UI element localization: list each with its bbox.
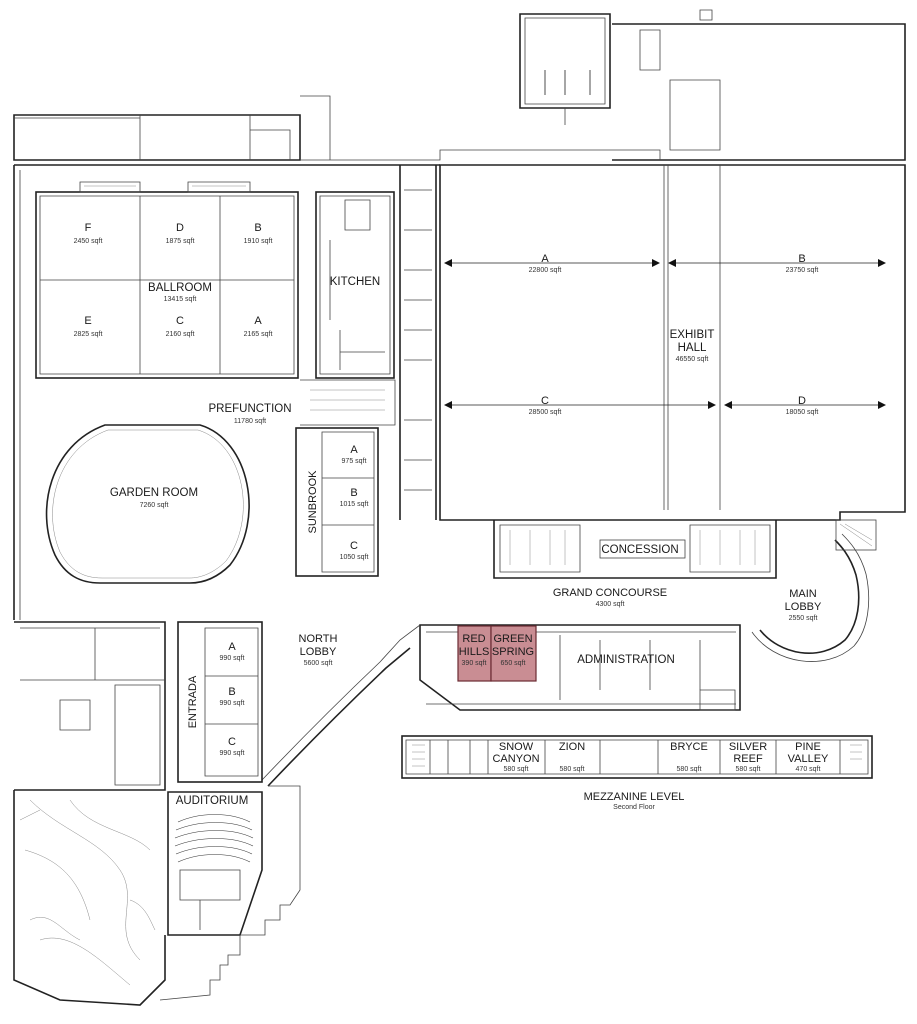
main-lobby-sqft: 2550 sqft: [789, 615, 818, 622]
garden-room-label: GARDEN ROOM: [110, 487, 198, 499]
mezzanine-room-zion-label: ZION: [559, 741, 585, 753]
ballroom-section-b-sqft: 1910 sqft: [244, 238, 273, 245]
garden-room-sqft: 7260 sqft: [140, 502, 169, 509]
landscape-area: [13, 790, 166, 1006]
north-lobby-label-line-2: LOBBY: [300, 646, 337, 658]
sunbrook-section-b-label: B: [350, 487, 357, 499]
concession-label: CONCESSION: [601, 544, 678, 556]
exhibit-hall-section-c-label: C: [541, 395, 549, 407]
exhibit-hall-section-a-sqft: 22800 sqft: [529, 267, 562, 274]
south-stepped-wall: [159, 785, 301, 1001]
ballroom-sqft: 13415 sqft: [164, 296, 197, 303]
mezzanine-room-silver-reef-line-1: SILVER: [729, 741, 767, 753]
ballroom[interactable]: F 2450 sqft D 1875 sqft B 1910 sqft BALL…: [35, 181, 299, 379]
sunbrook-label: SUNBROOK: [307, 470, 319, 534]
grand-concourse-label: GRAND CONCOURSE: [553, 587, 667, 599]
administration-label: ADMINISTRATION: [577, 654, 675, 666]
ballroom-section-d-sqft: 1875 sqft: [166, 238, 195, 245]
garden-room[interactable]: GARDEN ROOM 7260 sqft: [45, 424, 250, 584]
mezzanine-room-zion-sqft: 580 sqft: [560, 766, 585, 773]
mezzanine-room-snow-canyon-line-1: SNOW: [499, 741, 534, 753]
mezzanine-room-bryce-label: BRYCE: [670, 741, 708, 753]
entrada-section-b-label: B: [228, 686, 235, 698]
entrada-section-b-sqft: 990 sqft: [220, 700, 245, 707]
sunbrook-section-a-label: A: [350, 444, 358, 456]
main-lobby-label-line-2: LOBBY: [785, 601, 822, 613]
red-hills-label-line-2: HILLS: [459, 646, 490, 658]
mezzanine-room-snow-canyon-line-2: CANYON: [492, 753, 539, 765]
main-lobby-label-line-1: MAIN: [789, 588, 817, 600]
exhibit-hall-sqft: 46550 sqft: [676, 356, 709, 363]
ballroom-section-a-label: A: [254, 315, 262, 327]
north-lobby-label-line-1: NORTH: [299, 633, 338, 645]
sunbrook-section-c-label: C: [350, 540, 358, 552]
entrada[interactable]: ENTRADA A 990 sqft B 990 sqft C 990 sqft: [177, 621, 263, 783]
ballroom-section-f-sqft: 2450 sqft: [74, 238, 103, 245]
mezzanine-room-pine-valley-line-2: VALLEY: [788, 753, 829, 765]
exhibit-hall-label-line-1: EXHIBIT: [670, 329, 715, 341]
exhibit-hall[interactable]: A 22800 sqft B 23750 sqft EXHIBIT HALL 4…: [439, 164, 906, 521]
grand-concourse-sqft: 4300 sqft: [596, 601, 625, 608]
ballroom-section-e-sqft: 2825 sqft: [74, 331, 103, 338]
prefunction-sqft: 11780 sqft: [234, 418, 266, 425]
service-corridor: [300, 165, 437, 520]
ballroom-section-a-sqft: 2165 sqft: [244, 331, 273, 338]
mezzanine-room-snow-canyon-sqft: 580 sqft: [504, 766, 529, 773]
ballroom-section-e-label: E: [84, 315, 91, 327]
exhibit-hall-section-d-label: D: [798, 395, 806, 407]
sunbrook-section-b-sqft: 1015 sqft: [340, 501, 369, 508]
red-hills-room[interactable]: RED HILLS 390 sqft: [457, 625, 492, 682]
ballroom-section-c-sqft: 2160 sqft: [166, 331, 195, 338]
entrada-section-c-label: C: [228, 736, 236, 748]
sunbrook-section-a-sqft: 975 sqft: [342, 458, 367, 465]
ballroom-section-d-label: D: [176, 222, 184, 234]
entrada-section-a-sqft: 990 sqft: [220, 655, 245, 662]
exhibit-hall-section-b-sqft: 23750 sqft: [786, 267, 819, 274]
auditorium-label: AUDITORIUM: [176, 795, 249, 807]
mezzanine-room-pine-valley-line-1: PINE: [795, 741, 821, 753]
prefunction-label: PREFUNCTION: [208, 403, 291, 415]
ballroom-section-c-label: C: [176, 315, 184, 327]
north-lobby-sqft: 5600 sqft: [304, 660, 333, 667]
red-hills-label-line-1: RED: [462, 633, 485, 645]
ballroom-label: BALLROOM: [148, 282, 212, 294]
mezzanine-room-bryce-sqft: 580 sqft: [677, 766, 702, 773]
exhibit-hall-label-line-2: HALL: [678, 342, 707, 354]
kitchen-label: KITCHEN: [330, 276, 380, 288]
main-lobby[interactable]: MAIN LOBBY 2550 sqft: [751, 519, 877, 662]
red-hills-sqft: 390 sqft: [462, 660, 487, 667]
exhibit-hall-section-c-sqft: 28500 sqft: [529, 409, 562, 416]
auditorium[interactable]: AUDITORIUM: [167, 791, 263, 936]
green-spring-sqft: 650 sqft: [501, 660, 526, 667]
north-lobby[interactable]: NORTH LOBBY 5600 sqft: [261, 624, 421, 787]
sunbrook[interactable]: SUNBROOK A 975 sqft B 1015 sqft C 1050 s…: [295, 427, 379, 577]
exhibit-hall-section-d-sqft: 18050 sqft: [786, 409, 819, 416]
mezzanine-room-silver-reef-sqft: 580 sqft: [736, 766, 761, 773]
entrada-section-c-sqft: 990 sqft: [220, 750, 245, 757]
ballroom-section-b-label: B: [254, 222, 261, 234]
mezzanine-subtitle: Second Floor: [613, 804, 655, 811]
mezzanine-title: MEZZANINE LEVEL: [584, 791, 685, 803]
sunbrook-section-c-sqft: 1050 sqft: [340, 554, 369, 561]
exhibit-hall-section-a-label: A: [541, 253, 549, 265]
ballroom-section-f-label: F: [85, 222, 92, 234]
mezzanine-room-silver-reef-line-2: REEF: [733, 753, 763, 765]
mezzanine-level: SNOW CANYON 580 sqft ZION 580 sqft BRYCE…: [401, 735, 873, 811]
lower-west-wing: [14, 621, 166, 791]
entrada-section-a-label: A: [228, 641, 236, 653]
green-spring-label-line-1: GREEN: [493, 633, 532, 645]
mezzanine-room-pine-valley-sqft: 470 sqft: [796, 766, 821, 773]
green-spring-room[interactable]: GREEN SPRING 650 sqft: [490, 625, 537, 682]
green-spring-label-line-2: SPRING: [492, 646, 534, 658]
entrada-label: ENTRADA: [187, 675, 199, 728]
kitchen[interactable]: KITCHEN: [315, 191, 395, 379]
exhibit-hall-section-b-label: B: [798, 253, 805, 265]
concession[interactable]: CONCESSION: [493, 520, 777, 579]
building-outline: [13, 9, 906, 620]
